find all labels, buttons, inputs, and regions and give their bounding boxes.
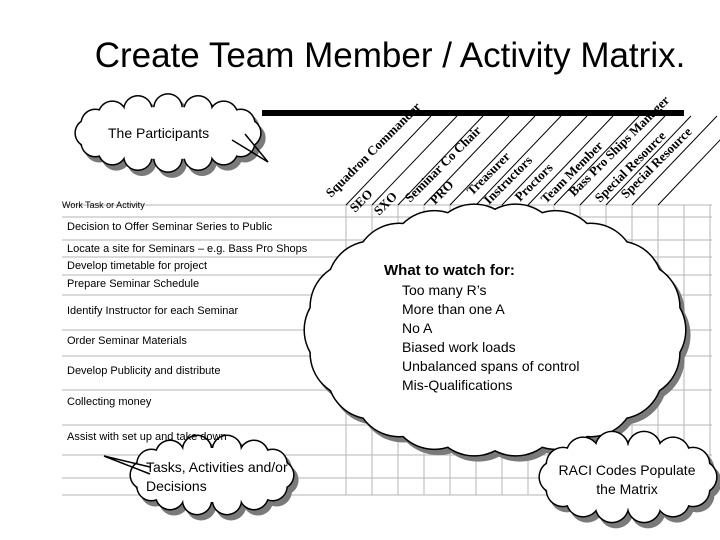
header-divider — [501, 115, 588, 206]
header-divider — [449, 115, 536, 206]
header-divider — [579, 115, 666, 206]
header-divider — [345, 115, 432, 206]
work-task-header: Work Task or Activity — [62, 200, 145, 210]
tasks-callout-text: Tasks, Activities and/or Decisions — [146, 459, 288, 494]
watch-cloud — [303, 203, 691, 462]
header-divider — [631, 115, 718, 206]
task-row-label: Develop timetable for project — [67, 260, 208, 272]
watch-item: Too many R’s — [402, 282, 487, 298]
role-label: SXO — [371, 189, 401, 219]
header-divider — [475, 115, 562, 206]
task-row-label: Decision to Offer Seminar Series to Publ… — [67, 221, 273, 233]
task-row-label: Develop Publicity and distribute — [67, 365, 221, 377]
header-divider — [371, 115, 458, 206]
task-row-label: Order Seminar Materials — [67, 335, 187, 347]
participants-cloud — [74, 93, 266, 178]
watch-item: No A — [402, 320, 433, 336]
header-bar — [262, 110, 684, 116]
watch-item: Mis-Qualifications — [402, 377, 513, 393]
role-header-dividers — [345, 115, 720, 206]
raci-callout-text: RACI Codes Populate the Matrix — [558, 462, 696, 497]
tasks-cloud — [129, 434, 299, 521]
task-row-label: Identify Instructor for each Seminar — [67, 305, 239, 317]
participants-pointer — [231, 133, 269, 163]
watch-item: Biased work loads — [402, 339, 516, 355]
raci-cloud — [538, 430, 720, 529]
callout-clouds — [74, 93, 720, 529]
task-row-label: Collecting money — [67, 396, 152, 408]
task-row-label: Locate a site for Seminars – e.g. Bass P… — [67, 243, 308, 255]
task-row-label: Prepare Seminar Schedule — [67, 278, 200, 290]
watch-heading: What to watch for: — [384, 262, 515, 279]
header-divider — [657, 139, 720, 206]
page-title: Create Team Member / Activity Matrix. — [94, 36, 686, 75]
watch-item: Unbalanced spans of control — [402, 358, 580, 374]
task-row-label: Assist with set up and take down — [67, 431, 227, 443]
header-divider — [553, 115, 640, 206]
header-divider — [527, 115, 614, 206]
header-divider — [423, 115, 510, 206]
header-divider — [397, 115, 484, 206]
tasks-pointer — [103, 455, 151, 475]
role-label: SEO — [347, 186, 376, 215]
participants-callout-text: The Participants — [108, 125, 210, 141]
header-divider — [605, 115, 692, 206]
watch-item: More than one A — [402, 301, 505, 317]
